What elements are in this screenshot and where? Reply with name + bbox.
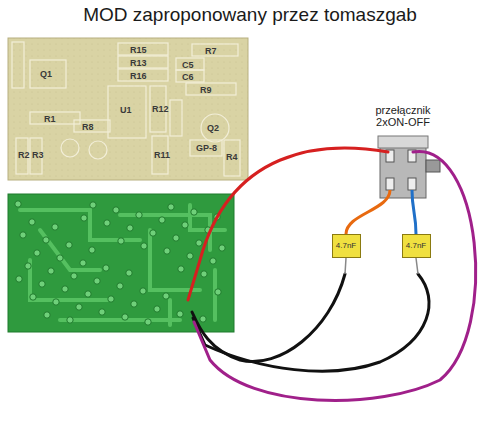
solder-pad xyxy=(150,230,156,236)
solder-pad xyxy=(25,263,31,269)
solder-pad xyxy=(140,288,146,294)
part-label: R1 xyxy=(44,114,56,124)
part-label: Q1 xyxy=(40,69,52,79)
part-label: R12 xyxy=(152,104,169,114)
part-label: U1 xyxy=(120,105,132,115)
solder-pad xyxy=(71,273,77,279)
solder-pad xyxy=(104,220,110,226)
switch-name: przełącznik 2xON-OFF xyxy=(375,104,430,128)
title: MOD zaproponowany przez tomaszgab xyxy=(0,4,500,26)
solder-pads xyxy=(15,201,225,325)
solder-pad xyxy=(52,224,58,230)
solder-pad xyxy=(136,212,142,218)
capacitor: 4.7nF xyxy=(332,234,361,258)
solder-pad xyxy=(187,253,193,259)
solder-pad xyxy=(141,243,147,249)
switch-terminals xyxy=(386,150,416,190)
solder-pad xyxy=(30,294,36,300)
solder-pad xyxy=(85,291,91,297)
solder-pad xyxy=(178,266,184,272)
part-label: R9 xyxy=(200,85,212,95)
solder-pad xyxy=(20,232,26,238)
solder-pad xyxy=(191,209,197,215)
part-label: R13 xyxy=(130,58,147,68)
solder-pad xyxy=(67,317,73,323)
solder-pad xyxy=(103,265,109,271)
part-label: C5 xyxy=(182,60,194,70)
part-label: R16 xyxy=(130,71,147,81)
wire xyxy=(412,190,416,234)
solder-pad xyxy=(90,202,96,208)
solder-pad xyxy=(43,237,49,243)
solder-pad xyxy=(219,245,225,251)
solder-pad xyxy=(16,276,22,282)
switch-label: przełącznik 2xON-OFF xyxy=(368,104,438,128)
solder-pad xyxy=(62,286,68,292)
solder-pad xyxy=(108,296,114,302)
part-label: R4 xyxy=(226,152,238,162)
solder-pad xyxy=(200,316,206,322)
solder-pad xyxy=(80,260,86,266)
solder-pad xyxy=(145,319,151,325)
solder-pad xyxy=(196,240,202,246)
solder-pad xyxy=(164,248,170,254)
pcb-top xyxy=(8,38,248,180)
solder-pad xyxy=(76,304,82,310)
solder-pad xyxy=(113,207,119,213)
solder-pad xyxy=(131,301,137,307)
solder-pad xyxy=(39,281,45,287)
solder-pad xyxy=(122,314,128,320)
part-label: R11 xyxy=(154,150,170,160)
solder-pad xyxy=(177,311,183,317)
solder-pad xyxy=(89,247,95,253)
silkscreen-outlines xyxy=(12,42,240,176)
solder-pad xyxy=(53,299,59,305)
solder-pad xyxy=(173,235,179,241)
solder-pad xyxy=(168,204,174,210)
capacitor-value: 4.7nF xyxy=(336,241,356,251)
solder-pad xyxy=(44,312,50,318)
solder-pad xyxy=(154,306,160,312)
solder-pad xyxy=(94,278,100,284)
cap-leads xyxy=(345,258,418,274)
solder-pad xyxy=(34,250,40,256)
solder-pad xyxy=(48,268,54,274)
switch-body xyxy=(380,146,426,198)
part-label: R7 xyxy=(205,46,217,56)
wires xyxy=(188,148,476,400)
solder-pad xyxy=(29,219,35,225)
capacitor: 4.7nF xyxy=(402,234,431,258)
solder-pad xyxy=(210,258,216,264)
solder-pad xyxy=(182,222,188,228)
solder-pad xyxy=(99,309,105,315)
solder-pad xyxy=(127,225,133,231)
part-label: R3 xyxy=(32,150,44,160)
part-label: R2 xyxy=(18,150,30,160)
wire xyxy=(346,190,390,234)
capacitor-value: 4.7nF xyxy=(406,241,426,251)
copper-traces xyxy=(20,205,225,325)
part-label: GP-8 xyxy=(196,143,217,153)
solder-pad xyxy=(66,242,72,248)
solder-pad xyxy=(126,270,132,276)
part-label: C6 xyxy=(182,72,194,82)
part-label: R15 xyxy=(130,45,147,55)
solder-pad xyxy=(159,217,165,223)
switch-lever xyxy=(426,160,440,172)
solder-pad xyxy=(117,283,123,289)
part-label: Q2 xyxy=(207,123,219,133)
solder-pad xyxy=(15,201,21,207)
solder-pad xyxy=(118,238,124,244)
solder-pad xyxy=(215,289,221,295)
solder-pad xyxy=(57,255,63,261)
solder-pad xyxy=(81,215,87,221)
solder-pad xyxy=(163,293,169,299)
part-label: R8 xyxy=(82,122,94,132)
switch-bushing xyxy=(378,136,428,148)
solder-pad xyxy=(201,271,207,277)
